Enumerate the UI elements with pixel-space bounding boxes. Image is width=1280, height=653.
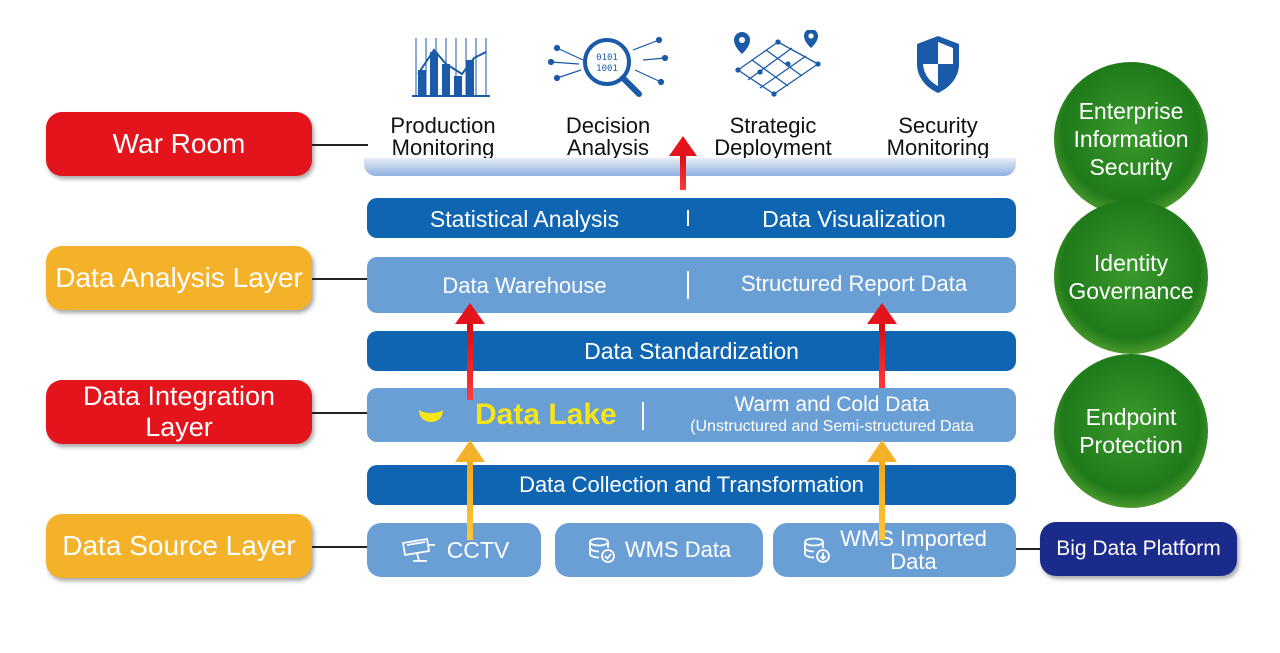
- divider: [642, 402, 644, 430]
- cctv-source: CCTV: [367, 523, 541, 577]
- data-warehouse-label: Data Warehouse: [442, 273, 607, 298]
- statistical-analysis-label: Statistical Analysis: [429, 206, 620, 232]
- magnifier-network-icon: 0101 1001: [547, 36, 669, 97]
- data-analysis-layer-label: Data Analysis Layer: [46, 246, 312, 310]
- identity-line2: Governance: [1068, 278, 1194, 304]
- data-lake-bar: Data Lake Warm and Cold Data (Unstructur…: [367, 388, 1016, 442]
- cctv-label: CCTV: [446, 536, 510, 563]
- connector-war-room: [312, 144, 368, 146]
- svg-text:1001: 1001: [596, 64, 618, 74]
- decision-analysis-item: 0101 1001 Decision Analysis: [543, 30, 673, 160]
- divider: [687, 271, 689, 299]
- data-visualization-label: Data Visualization: [762, 206, 946, 232]
- security-monitoring-item: Security Monitoring: [873, 30, 1003, 160]
- connector-integration: [312, 412, 368, 414]
- enterprise-information-security-circle: Enterprise Information Security: [1054, 62, 1208, 216]
- war-room-platform: [364, 158, 1016, 176]
- security-label-line2: Monitoring: [886, 135, 990, 160]
- wms-data-source: WMS Data: [555, 523, 763, 577]
- connector-source: [312, 546, 368, 548]
- svg-text:0101: 0101: [596, 53, 618, 63]
- strategic-deployment-item: Strategic Deployment: [708, 29, 838, 160]
- structured-report-label: Structured Report Data: [740, 271, 968, 296]
- top-icons-row: Production Monitoring 0101 1001 Decision…: [368, 29, 1016, 160]
- wms-imported-label-line1: WMS Imported: [840, 526, 987, 551]
- production-monitoring-item: Production Monitoring: [378, 30, 508, 160]
- data-source-layer-label: Data Source Layer: [46, 514, 312, 578]
- connector-big-data: [1015, 548, 1045, 550]
- wms-data-label: WMS Data: [624, 537, 732, 562]
- decision-label-line1: Decision: [565, 113, 651, 138]
- data-standardization-bar: Data Standardization: [367, 331, 1016, 371]
- arrow-up-war-room: [669, 136, 697, 190]
- production-label-line2: Monitoring: [391, 135, 495, 160]
- warehouse-report-bar: Data Warehouse Structured Report Data: [367, 257, 1016, 313]
- arrow-up-warehouse: [455, 303, 485, 400]
- bar-chart-icon: [412, 38, 490, 97]
- database-download-icon: [804, 537, 831, 563]
- analysis-visualization-bar: Statistical Analysis Data Visualization: [367, 198, 1016, 238]
- wms-imported-source: WMS Imported Data: [773, 523, 1016, 577]
- production-label-line1: Production: [390, 113, 496, 138]
- lake-bowl-icon: [419, 410, 443, 422]
- warm-cold-data-sublabel: (Unstructured and Semi-structured Data: [690, 418, 974, 435]
- arrow-up-warm-data: [867, 440, 897, 540]
- divider: [687, 210, 689, 226]
- identity-governance-circle: Identity Governance: [1054, 200, 1208, 354]
- data-collection-bar: Data Collection and Transformation: [367, 465, 1016, 505]
- enterprise-line2: Information: [1073, 126, 1189, 152]
- identity-line1: Identity: [1093, 250, 1169, 276]
- arrow-up-data-lake: [455, 440, 485, 540]
- security-label-line1: Security: [898, 113, 978, 138]
- cctv-camera-icon: [401, 537, 435, 562]
- endpoint-line1: Endpoint: [1085, 404, 1177, 430]
- war-room-label: War Room: [46, 112, 312, 176]
- enterprise-line1: Enterprise: [1078, 98, 1184, 124]
- shield-icon: [917, 36, 959, 93]
- strategic-label-line2: Deployment: [714, 135, 832, 160]
- map-grid-icon: [734, 29, 821, 97]
- strategic-label-line1: Strategic: [729, 113, 817, 138]
- endpoint-line2: Protection: [1079, 432, 1183, 458]
- warm-cold-data-label: Warm and Cold Data: [734, 393, 930, 416]
- big-data-platform-label: Big Data Platform: [1040, 522, 1237, 576]
- connector-analysis: [312, 278, 368, 280]
- enterprise-line3: Security: [1089, 154, 1173, 180]
- data-lake-label: Data Lake: [475, 398, 617, 431]
- data-integration-layer-label: Data Integration Layer: [46, 380, 312, 444]
- endpoint-protection-circle: Endpoint Protection: [1054, 354, 1208, 508]
- decision-label-line2: Analysis: [567, 135, 649, 160]
- database-check-icon: [588, 537, 615, 563]
- arrow-up-structured: [867, 303, 897, 388]
- wms-imported-label-line2: Data: [890, 549, 937, 574]
